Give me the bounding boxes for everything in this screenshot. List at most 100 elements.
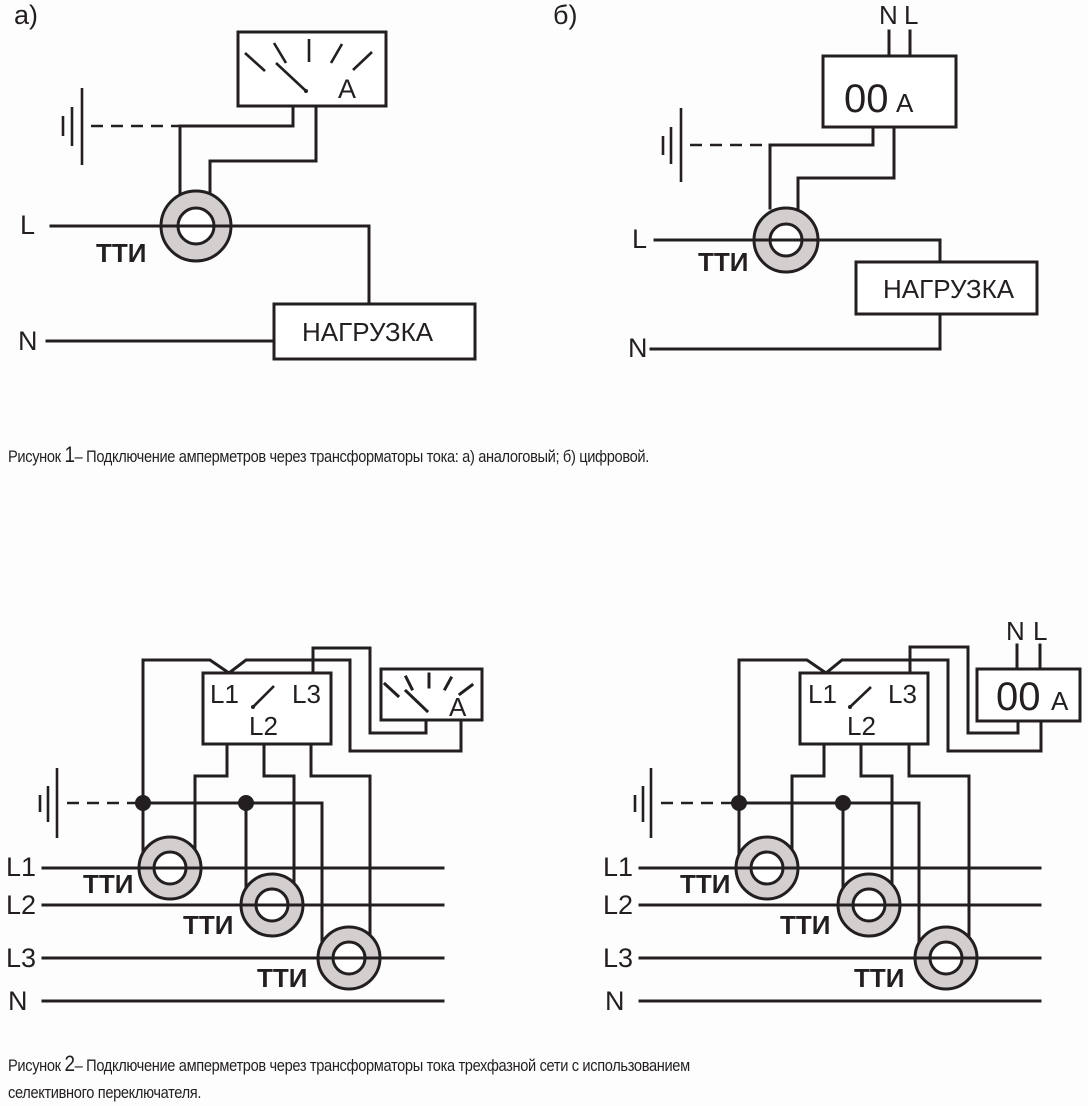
switch-out-l1 bbox=[790, 742, 826, 860]
switch-label-l2: L2 bbox=[847, 711, 876, 741]
common-bus-wire bbox=[737, 801, 921, 947]
line-label-l: L bbox=[20, 210, 35, 240]
line-label-n: N bbox=[628, 333, 648, 363]
switch-body bbox=[201, 671, 333, 746]
ct-wire-1 bbox=[178, 104, 295, 196]
ct-label: ТТИ bbox=[698, 247, 748, 277]
caption-text-line1: – Подключение амперметров через трансфор… bbox=[74, 1056, 690, 1075]
ground-icon bbox=[38, 768, 59, 838]
supply-label-l: L bbox=[1033, 616, 1047, 646]
switch-body bbox=[798, 671, 930, 746]
ammeter-display: 00 bbox=[996, 675, 1041, 719]
ammeter-body bbox=[821, 54, 958, 129]
ammeter-scale-icon bbox=[382, 672, 475, 714]
figure-2-digital: N L L1 L2 L3 00 A bbox=[603, 616, 1082, 1016]
ct-wire-2 bbox=[208, 104, 318, 196]
neutral-wire bbox=[649, 312, 942, 351]
figure-1-caption: Рисунок 1– Подключение амперметров через… bbox=[8, 442, 649, 468]
line-label-n: N bbox=[605, 986, 625, 1016]
line-label-l: L bbox=[632, 224, 647, 254]
ammeter-unit: A bbox=[338, 74, 356, 104]
panel-label-b: б) bbox=[553, 0, 577, 30]
ground-icon bbox=[61, 88, 84, 165]
caption-prefix: Рисунок bbox=[8, 447, 61, 466]
switch-out-l1 bbox=[193, 742, 229, 860]
switch-lever-icon bbox=[849, 686, 872, 708]
switch-label-l1: L1 bbox=[808, 679, 837, 709]
switch-out-l3 bbox=[907, 742, 971, 946]
analog-ammeter: A bbox=[379, 667, 484, 722]
line-label-n: N bbox=[8, 986, 28, 1016]
supply-label-n: N bbox=[1006, 616, 1025, 646]
phase-wire bbox=[49, 224, 371, 306]
line-label-l3: L3 bbox=[603, 943, 633, 973]
switch-out-l2 bbox=[859, 742, 894, 897]
ct-label-l3: ТТИ bbox=[854, 963, 904, 993]
switch-label-l3: L3 bbox=[888, 679, 917, 709]
figure-1b: б) N L 00 A L N ТТИ НАГРУЗКА bbox=[553, 0, 1039, 363]
ct-label-l1: ТТИ bbox=[680, 869, 730, 899]
caption-number: 1 bbox=[64, 442, 75, 467]
digital-ammeter: 00 A bbox=[975, 667, 1082, 723]
line-label-l1: L1 bbox=[603, 852, 633, 882]
meter-wire bbox=[908, 645, 1020, 735]
ammeter-unit: A bbox=[449, 692, 467, 722]
figure-2-caption: Рисунок 2– Подключение амперметров через… bbox=[8, 1050, 690, 1106]
figure-1a: а) A L N bbox=[14, 0, 477, 361]
figure-2-analog: L1 L2 L3 A bbox=[6, 646, 484, 1016]
ammeter-display: 00 bbox=[844, 77, 889, 121]
digital-ammeter: 00 A bbox=[821, 54, 958, 129]
ct-label-l2: ТТИ bbox=[780, 910, 830, 940]
ammeter-body bbox=[236, 30, 388, 108]
line-label-l2: L2 bbox=[6, 890, 36, 920]
junction-dot bbox=[135, 795, 151, 811]
switch-out-l2 bbox=[262, 742, 296, 897]
line-label-l3: L3 bbox=[6, 943, 36, 973]
panel-label-a: а) bbox=[14, 0, 38, 30]
ct-label-l3: ТТИ bbox=[257, 963, 307, 993]
switch-label-l1: L1 bbox=[210, 679, 239, 709]
ct-wire-1 bbox=[768, 125, 875, 210]
switch-lever-icon bbox=[252, 685, 275, 708]
selector-switch: L1 L2 L3 bbox=[798, 671, 930, 746]
ct-label: ТТИ bbox=[96, 238, 146, 268]
switch-common-wire-l1 bbox=[141, 658, 463, 862]
ammeter-body bbox=[975, 667, 1082, 723]
load-box bbox=[272, 302, 477, 361]
ground-icon bbox=[661, 108, 683, 182]
junction-dot bbox=[731, 795, 747, 811]
ammeter-needle-icon bbox=[275, 62, 307, 92]
ammeter-scale-icon bbox=[244, 39, 373, 93]
supply-label-n: N bbox=[879, 0, 898, 30]
caption-prefix: Рисунок bbox=[8, 1056, 61, 1075]
ammeter-unit: A bbox=[1051, 686, 1069, 716]
ground-icon bbox=[633, 768, 653, 838]
common-bus-wire bbox=[141, 801, 324, 947]
load-label: НАГРУЗКА bbox=[883, 274, 1015, 304]
ct-wire-2 bbox=[796, 125, 896, 210]
ammeter-needle-icon bbox=[403, 688, 430, 714]
switch-common-wire-l1 bbox=[737, 658, 1043, 862]
switch-label-l2: L2 bbox=[249, 711, 278, 741]
ct-label-l1: ТТИ bbox=[83, 869, 133, 899]
analog-ammeter: A bbox=[236, 30, 388, 108]
meter-wire bbox=[311, 646, 428, 735]
junction-dot bbox=[238, 795, 254, 811]
line-label-l1: L1 bbox=[6, 852, 36, 882]
switch-label-l3: L3 bbox=[292, 679, 321, 709]
phase-wire bbox=[653, 238, 942, 264]
junction-dot bbox=[835, 795, 851, 811]
line-label-n: N bbox=[18, 326, 38, 356]
ammeter-unit: A bbox=[896, 88, 914, 118]
caption-number: 2 bbox=[64, 1051, 75, 1076]
load-label: НАГРУЗКА bbox=[302, 317, 434, 347]
supply-label-l: L bbox=[904, 0, 918, 30]
load-box bbox=[854, 260, 1039, 316]
caption-text-line2: селективного переключателя. bbox=[8, 1083, 202, 1102]
caption-text: – Подключение амперметров через трансфор… bbox=[74, 447, 650, 466]
ct-label-l2: ТТИ bbox=[183, 910, 233, 940]
selector-switch: L1 L2 L3 bbox=[201, 671, 333, 746]
line-label-l2: L2 bbox=[603, 890, 633, 920]
switch-out-l3 bbox=[309, 742, 372, 946]
